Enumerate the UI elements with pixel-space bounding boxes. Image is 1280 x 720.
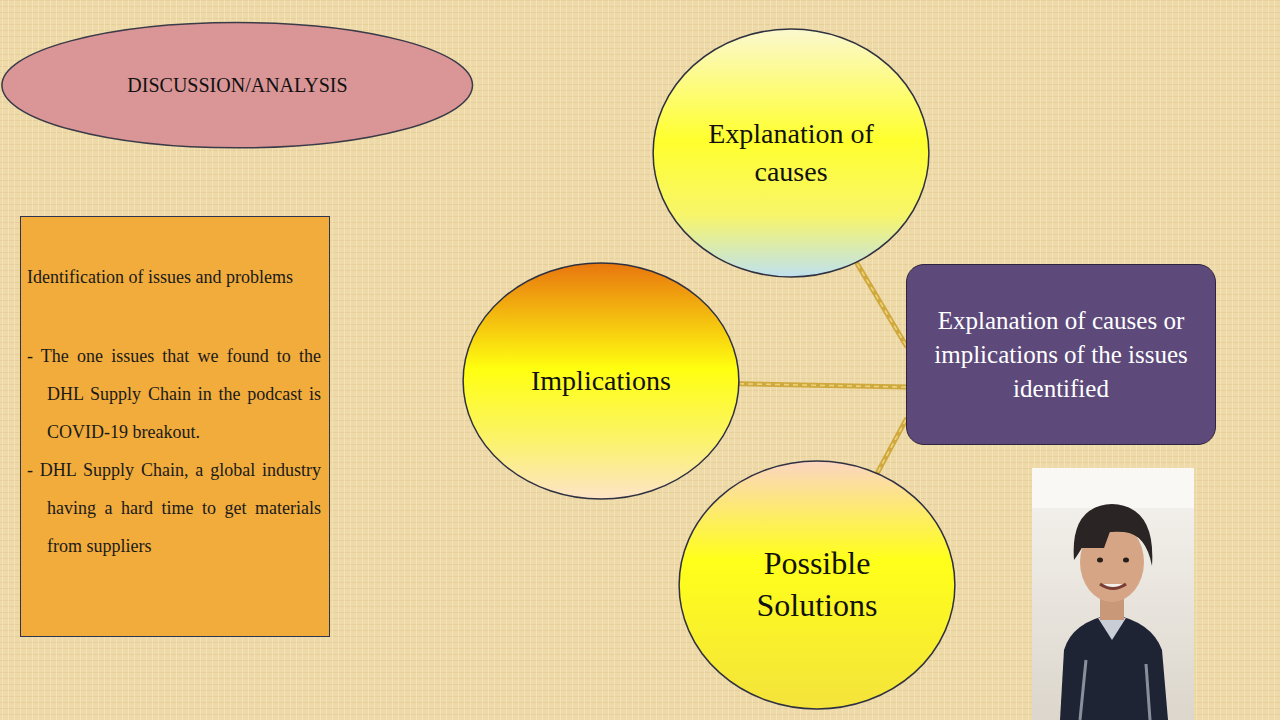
connector-texture [878, 420, 906, 473]
node-content: Explanation of causes or implications of… [907, 265, 1215, 444]
connector-line [740, 384, 906, 387]
connector-texture [740, 384, 906, 387]
connector-texture [857, 263, 906, 345]
causes-circle: Explanation of causes [652, 28, 930, 278]
connector-line [857, 263, 906, 345]
webcam-photo [1032, 468, 1194, 720]
ellipse-shape [2, 22, 473, 147]
node-label: DISCUSSION/ANALYSIS [37, 73, 437, 97]
ellipse-shape [653, 29, 929, 277]
text-box: Possible Solutions [722, 543, 912, 626]
node-content: Implications [462, 262, 740, 500]
ellipse-outline [652, 28, 930, 278]
bullet-item: - The one issues that we found to the DH… [27, 337, 321, 451]
node-content: DISCUSSION/ANALYSIS [0, 22, 474, 148]
node-label: Implications [501, 364, 701, 398]
node-content: Possible Solutions [678, 460, 956, 710]
connector-group [878, 420, 906, 473]
bullet-item: - DHL Supply Chain, a global industry ha… [27, 451, 321, 565]
solutions-circle: Possible Solutions [678, 460, 956, 710]
node-content: Identification of issues and problems - T… [21, 217, 329, 636]
text-box: DISCUSSION/ANALYSIS [37, 73, 437, 97]
connector-group [857, 263, 906, 345]
title-ellipse: DISCUSSION/ANALYSIS [0, 22, 474, 148]
connector-line [878, 420, 906, 473]
node-label: Explanation of causes [701, 115, 881, 191]
text-box: Explanation of causes [701, 115, 881, 191]
ellipse-shape [463, 263, 739, 499]
ellipse-outline [678, 460, 956, 710]
node-label: Possible Solutions [722, 543, 912, 626]
ellipse-shape [679, 461, 955, 709]
node-label: Explanation of causes or implications of… [925, 304, 1197, 406]
text-box: Implications [501, 364, 701, 398]
issues-box: Identification of issues and problems - T… [20, 216, 330, 637]
connector-group [740, 384, 906, 387]
center-box: Explanation of causes or implications of… [906, 264, 1216, 445]
implications-circle: Implications [462, 262, 740, 500]
node-content: Explanation of causes [652, 28, 930, 278]
box-heading: Identification of issues and problems [27, 263, 321, 291]
